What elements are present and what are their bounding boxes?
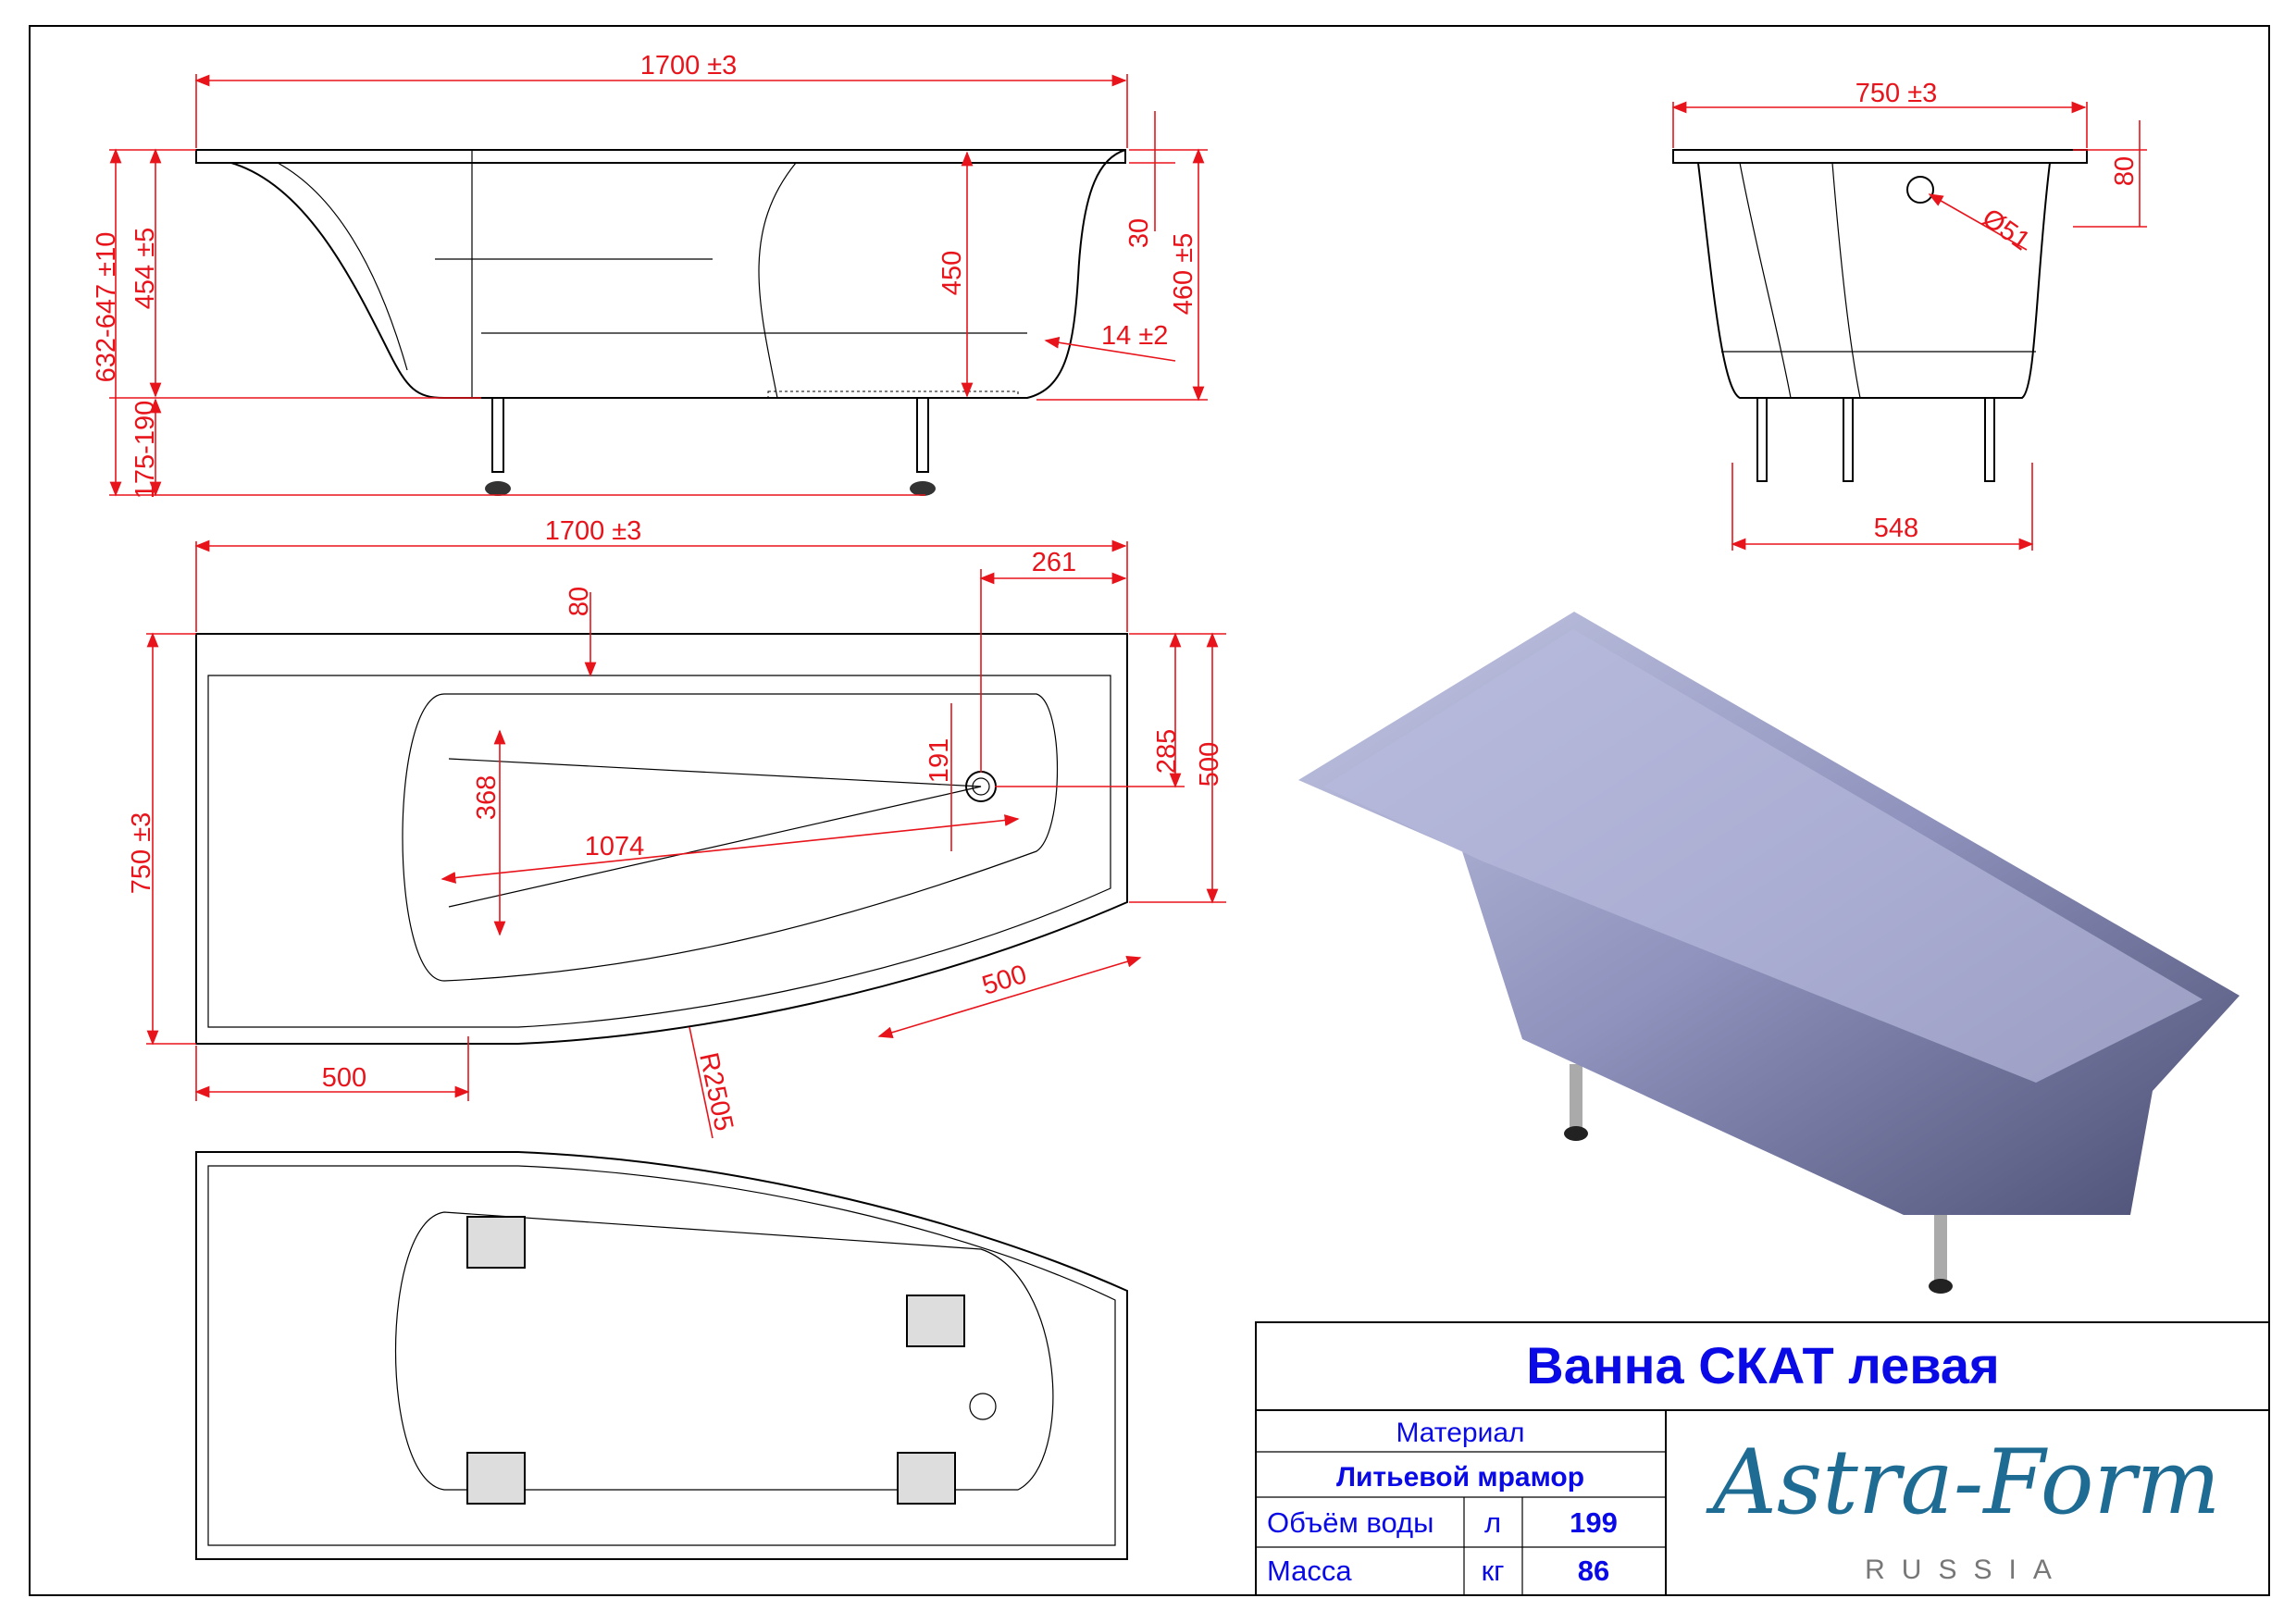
brand-logo: Astra-Form — [1706, 1431, 2221, 1534]
volume-unit: л — [1484, 1506, 1501, 1539]
leg — [491, 397, 504, 473]
dim-end-rim: 80 — [2110, 156, 2140, 186]
sheet-border — [29, 25, 2270, 1596]
dim-straight-left: 500 — [322, 1063, 366, 1093]
brand-logo-sub: RUSSIA — [1865, 1555, 2068, 1585]
dim-drain-depth: 191 — [925, 738, 954, 783]
title-block: Ванна СКАТ левая Материал Литьевой мрамо… — [1255, 1321, 2270, 1596]
material-value: Литьевой мрамор — [1336, 1462, 1584, 1493]
dim-narrow-width: 500 — [1195, 742, 1224, 787]
dim-end-width: 750 ±3 — [1855, 79, 1938, 108]
bathtub-3d-render — [1298, 612, 2240, 1294]
leg — [916, 397, 929, 473]
dim-drain-y: 285 — [1152, 729, 1182, 774]
dim-body-height: 454 ±5 — [130, 228, 160, 310]
top-view: 1700 ±3 261 80 285 500 191 368 1074 750 … — [127, 516, 1226, 1139]
dim-inner-length: 1074 — [585, 832, 645, 861]
side-view: 1700 ±3 632-647 ±10 454 ±5 175-190 450 3… — [92, 51, 1208, 499]
dim-top-length: 1700 ±3 — [545, 516, 642, 546]
dim-top-width: 750 ±3 — [127, 812, 156, 895]
dim-overall-height: 460 ±5 — [1169, 233, 1198, 316]
dim-leg-height: 175-190 — [130, 401, 160, 499]
dim-wall: 14 ±2 — [1101, 321, 1168, 351]
volume-value: 199 — [1570, 1506, 1618, 1539]
mass-value: 86 — [1578, 1555, 1609, 1587]
drawing-title: Ванна СКАТ левая — [1526, 1336, 1999, 1394]
dim-side-length: 1700 ±3 — [640, 51, 738, 81]
dim-leg-span: 548 — [1874, 514, 1918, 543]
dim-inner-depth: 450 — [937, 251, 967, 295]
end-view: 750 ±3 80 Ø51 548 — [1671, 79, 2147, 551]
dim-top-rim: 80 — [565, 587, 594, 616]
dim-rim: 30 — [1124, 218, 1154, 248]
dim-straight-diag: 500 — [979, 960, 1031, 1001]
dim-inner-width: 368 — [472, 775, 502, 820]
mass-unit: кг — [1482, 1555, 1505, 1587]
dim-drain-offset: 261 — [1032, 548, 1076, 577]
dim-total-height: 632-647 ±10 — [92, 232, 121, 383]
dim-radius: R2505 — [693, 1050, 738, 1134]
mass-label: Масса — [1267, 1555, 1352, 1587]
volume-label: Объём воды — [1267, 1506, 1433, 1539]
material-label: Материал — [1396, 1418, 1524, 1448]
bottom-view — [195, 1151, 1128, 1560]
dim-drain: Ø51 — [1977, 204, 2035, 257]
